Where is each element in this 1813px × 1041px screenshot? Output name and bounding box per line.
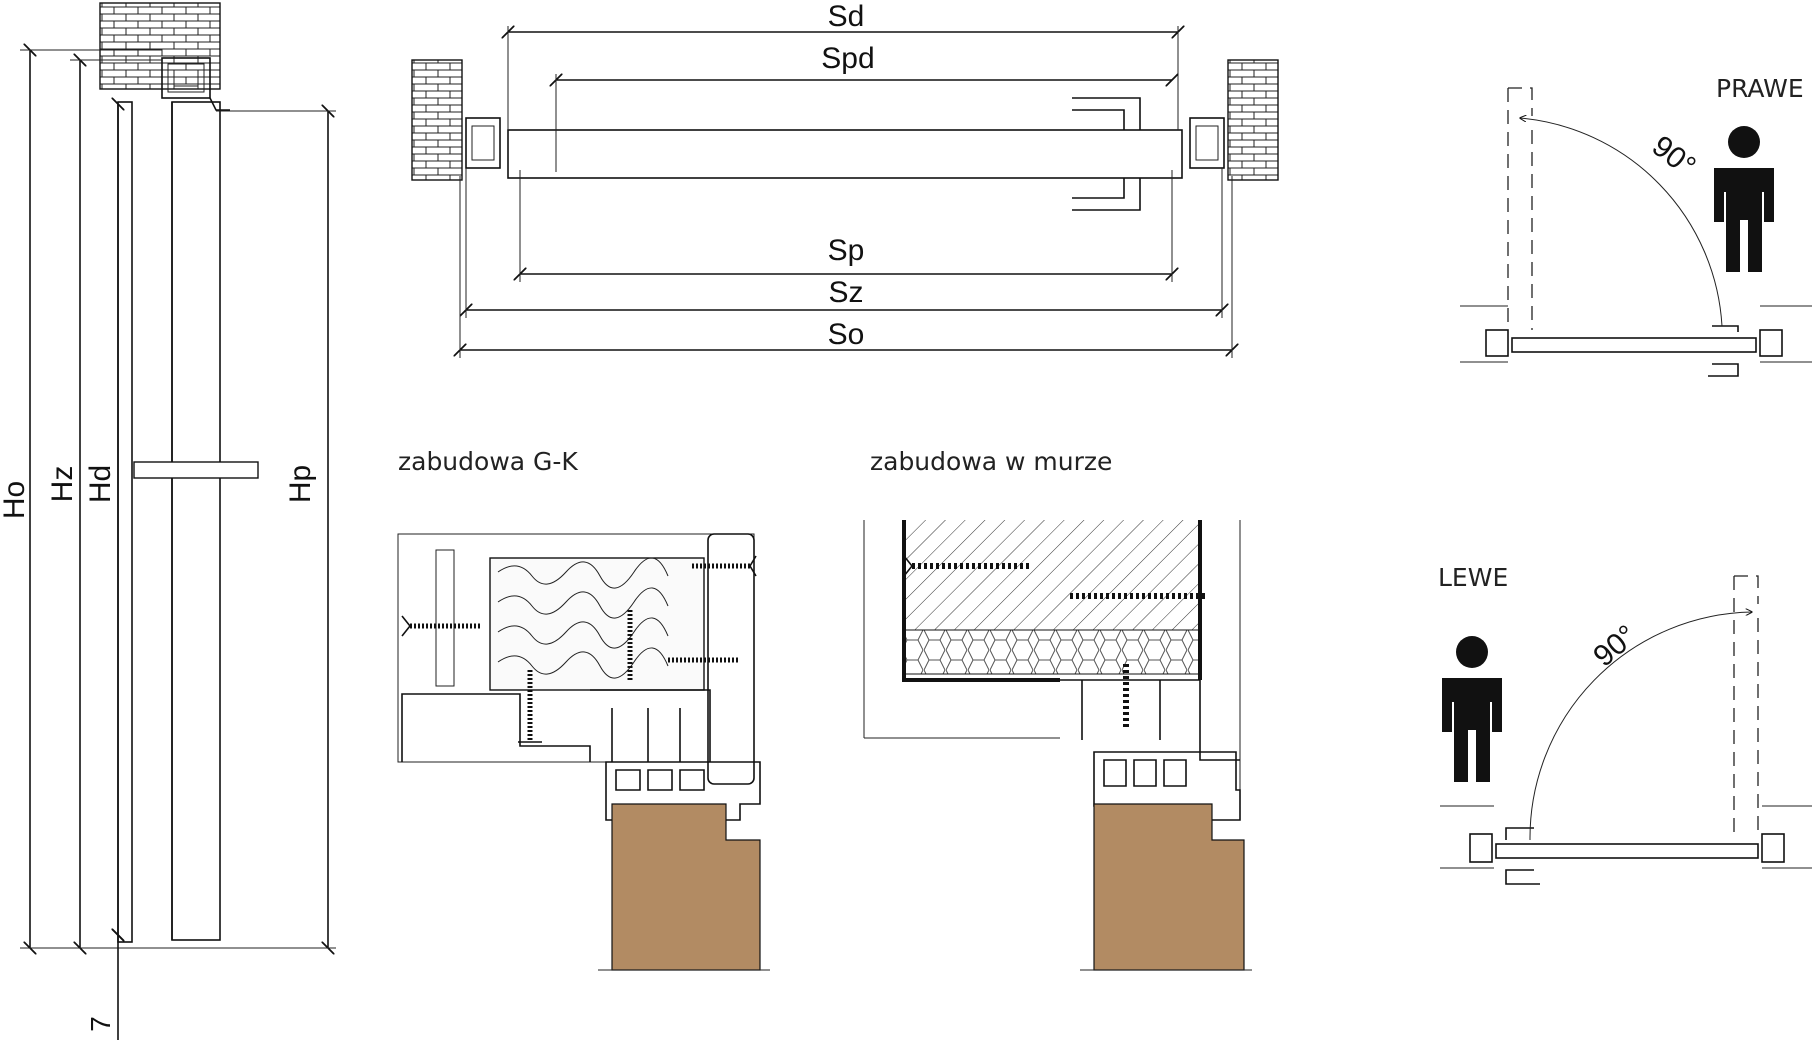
frame-profile <box>1761 833 1785 863</box>
masonry-hatch <box>904 520 1200 630</box>
aluminium-profile <box>1060 679 1240 761</box>
frame-profile-left <box>465 117 501 169</box>
wood-core-fill <box>489 557 705 691</box>
handle <box>1505 827 1540 885</box>
angle-left: 90° <box>1587 619 1643 673</box>
door-leaf-wood <box>1093 803 1245 971</box>
plan-view: Sd Spd Sp Sz So <box>411 0 1279 358</box>
label-sd: Sd <box>828 0 865 33</box>
opening-right: PRAWE 90° <box>1460 74 1812 377</box>
frame-profile <box>1469 833 1493 863</box>
frame-profile <box>1485 329 1509 357</box>
frame-profile <box>1759 329 1783 357</box>
frame-profile-right <box>1189 117 1225 169</box>
label-hz: Hz <box>46 466 79 503</box>
brick-wall-icon <box>1227 59 1279 181</box>
opening-left: LEWE 90° <box>1438 563 1812 885</box>
door-leaf-plan <box>507 129 1183 179</box>
aluminium-profile <box>401 689 711 762</box>
wood-grain <box>497 557 669 679</box>
screw-icon <box>903 555 1030 577</box>
handle-bottom <box>1072 178 1141 211</box>
handle <box>133 461 259 479</box>
profile-detail <box>471 125 495 161</box>
label-so: So <box>828 318 865 351</box>
door-leaf-wood <box>611 803 761 971</box>
screw-icon <box>401 615 480 637</box>
label-ho: Ho <box>0 481 31 519</box>
brick-wall-icon <box>411 59 463 181</box>
swing-arc <box>1529 612 1752 841</box>
seal-chamber <box>1093 751 1241 821</box>
door-leaf <box>1495 843 1759 859</box>
person-icon <box>1442 636 1502 782</box>
handle-top <box>1072 97 1141 130</box>
frame-profile <box>707 533 755 785</box>
section-wall: zabudowa w murze <box>863 447 1252 971</box>
screw-icon <box>518 670 542 743</box>
swing-arc <box>1520 118 1723 327</box>
brick-wall-icon <box>99 2 221 90</box>
door-leaf <box>1511 337 1757 353</box>
person-icon <box>1714 126 1774 272</box>
label-sp: Sp <box>828 234 865 267</box>
insulation-core <box>903 629 1201 675</box>
frame-jamb <box>117 101 133 943</box>
label-right: PRAWE <box>1716 74 1804 103</box>
profile-detail <box>1195 125 1219 161</box>
frame-profile-top <box>161 57 211 99</box>
label-hd: Hd <box>84 465 117 503</box>
door-open-ghost <box>1733 575 1759 836</box>
door-open-ghost <box>1507 87 1533 330</box>
profile-detail <box>167 63 205 93</box>
label-hp: Hp <box>284 465 317 503</box>
label-left: LEWE <box>1438 563 1508 592</box>
section-gk: zabudowa G-K <box>397 447 770 971</box>
caption-wall: zabudowa w murze <box>870 447 1112 476</box>
caption-gk: zabudowa G-K <box>398 447 578 476</box>
side-section-view: Ho Hz Hd Hp 7 <box>0 2 336 1040</box>
door-leaf-section <box>171 101 221 941</box>
handle <box>1708 325 1739 377</box>
steel-casing <box>902 520 1202 682</box>
label-spd: Spd <box>821 42 874 75</box>
angle-right: 90° <box>1646 130 1702 184</box>
plasterboard <box>435 549 455 687</box>
label-gap: 7 <box>85 1016 116 1032</box>
label-sz: Sz <box>828 276 863 309</box>
screw-icon <box>692 555 757 577</box>
seal-chamber <box>605 761 761 821</box>
